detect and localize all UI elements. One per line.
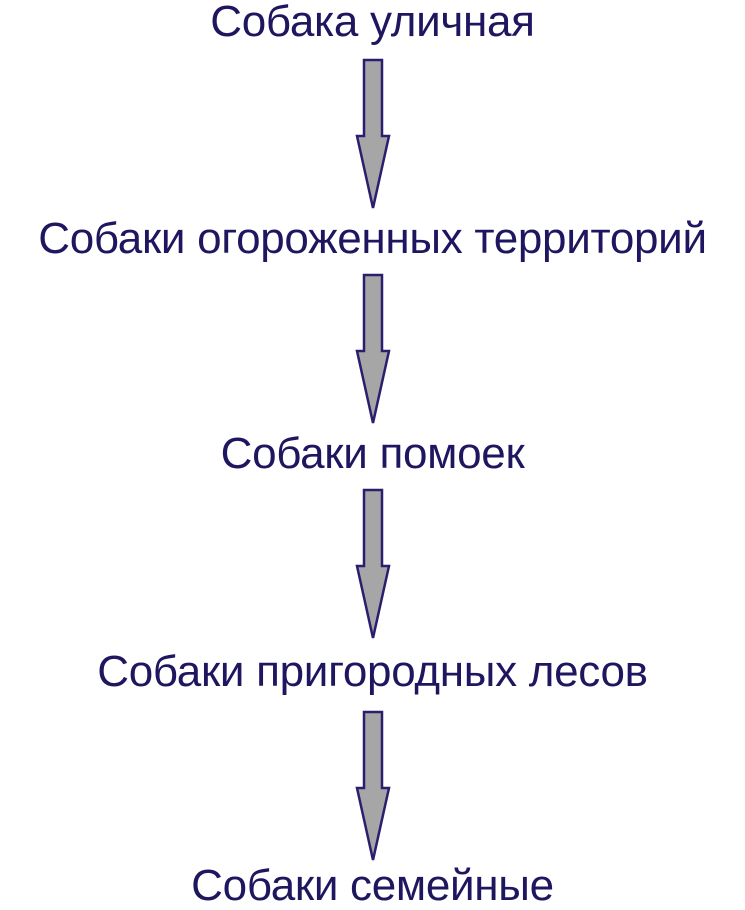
node-dump-dogs: Собаки помоек — [220, 429, 525, 478]
node-family-dogs: Собаки семейные — [191, 861, 554, 910]
node-fenced-territory-dogs: Собаки огороженных территорий — [38, 214, 707, 263]
node-suburban-forest-dogs: Собаки пригородных лесов — [97, 647, 648, 696]
arrow-down-icon — [355, 273, 391, 425]
node-street-dog: Собака уличная — [210, 0, 535, 46]
arrow-down-icon — [355, 710, 391, 862]
arrow-down-icon — [355, 488, 391, 640]
arrow-down-icon — [355, 58, 391, 210]
